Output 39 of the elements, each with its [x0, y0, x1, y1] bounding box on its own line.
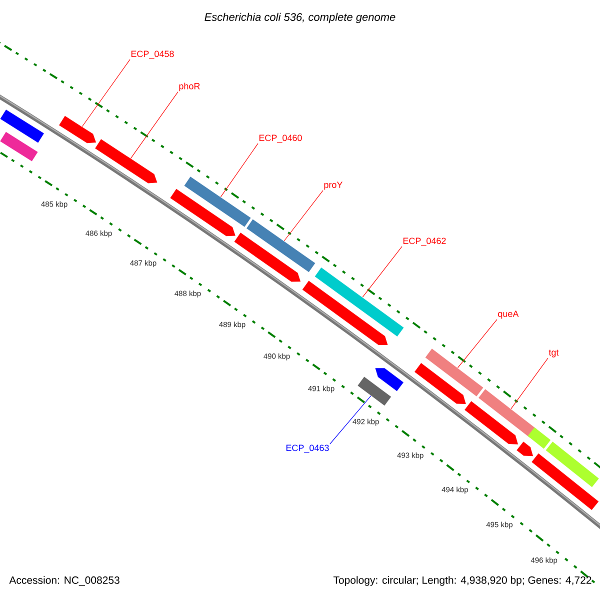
gene-block — [314, 268, 404, 336]
gene-label: ECP_0460 — [259, 134, 302, 143]
gene-block — [95, 139, 158, 184]
title: Escherichia coli 536, complete genome — [204, 12, 396, 24]
leader-line — [284, 190, 324, 242]
gene-label: ECP_0462 — [403, 238, 446, 246]
leader-line — [362, 246, 402, 298]
gene-label: queA — [498, 310, 519, 319]
gene-block — [59, 116, 96, 144]
gene-block — [528, 427, 551, 449]
leader-line — [130, 91, 178, 159]
leader-line — [220, 143, 258, 198]
gene-block — [302, 280, 388, 346]
gene-block — [0, 110, 44, 143]
gene-block — [184, 176, 251, 227]
gene-block — [414, 363, 466, 404]
genome-summary-text: Topology: circular; Length: 4,938,920 bp; Genes: 4,722 — [333, 576, 592, 586]
leader-line — [82, 59, 130, 127]
gene-label: tgt — [548, 350, 559, 358]
gene-block — [478, 389, 537, 438]
gene-label: ECP_0463 — [286, 444, 329, 453]
leader-line — [510, 358, 548, 410]
gene-label: proY — [324, 182, 342, 190]
gene-block — [246, 219, 316, 272]
gene-block — [234, 232, 301, 282]
gene-block — [358, 376, 392, 406]
gene-label: phoR — [179, 82, 200, 92]
gene-block — [170, 188, 236, 236]
gene-block — [546, 442, 599, 488]
gene-block — [464, 401, 518, 444]
gene-block — [0, 132, 38, 162]
gene-block — [516, 442, 534, 456]
gene-block — [375, 368, 404, 392]
gene-block — [532, 453, 599, 510]
leader-line — [457, 319, 498, 368]
gene-label: ECP_0458 — [131, 50, 174, 59]
accession-text: Accession: NC_008253 — [9, 576, 120, 586]
gene-block — [425, 348, 484, 396]
leader-line — [330, 395, 372, 444]
